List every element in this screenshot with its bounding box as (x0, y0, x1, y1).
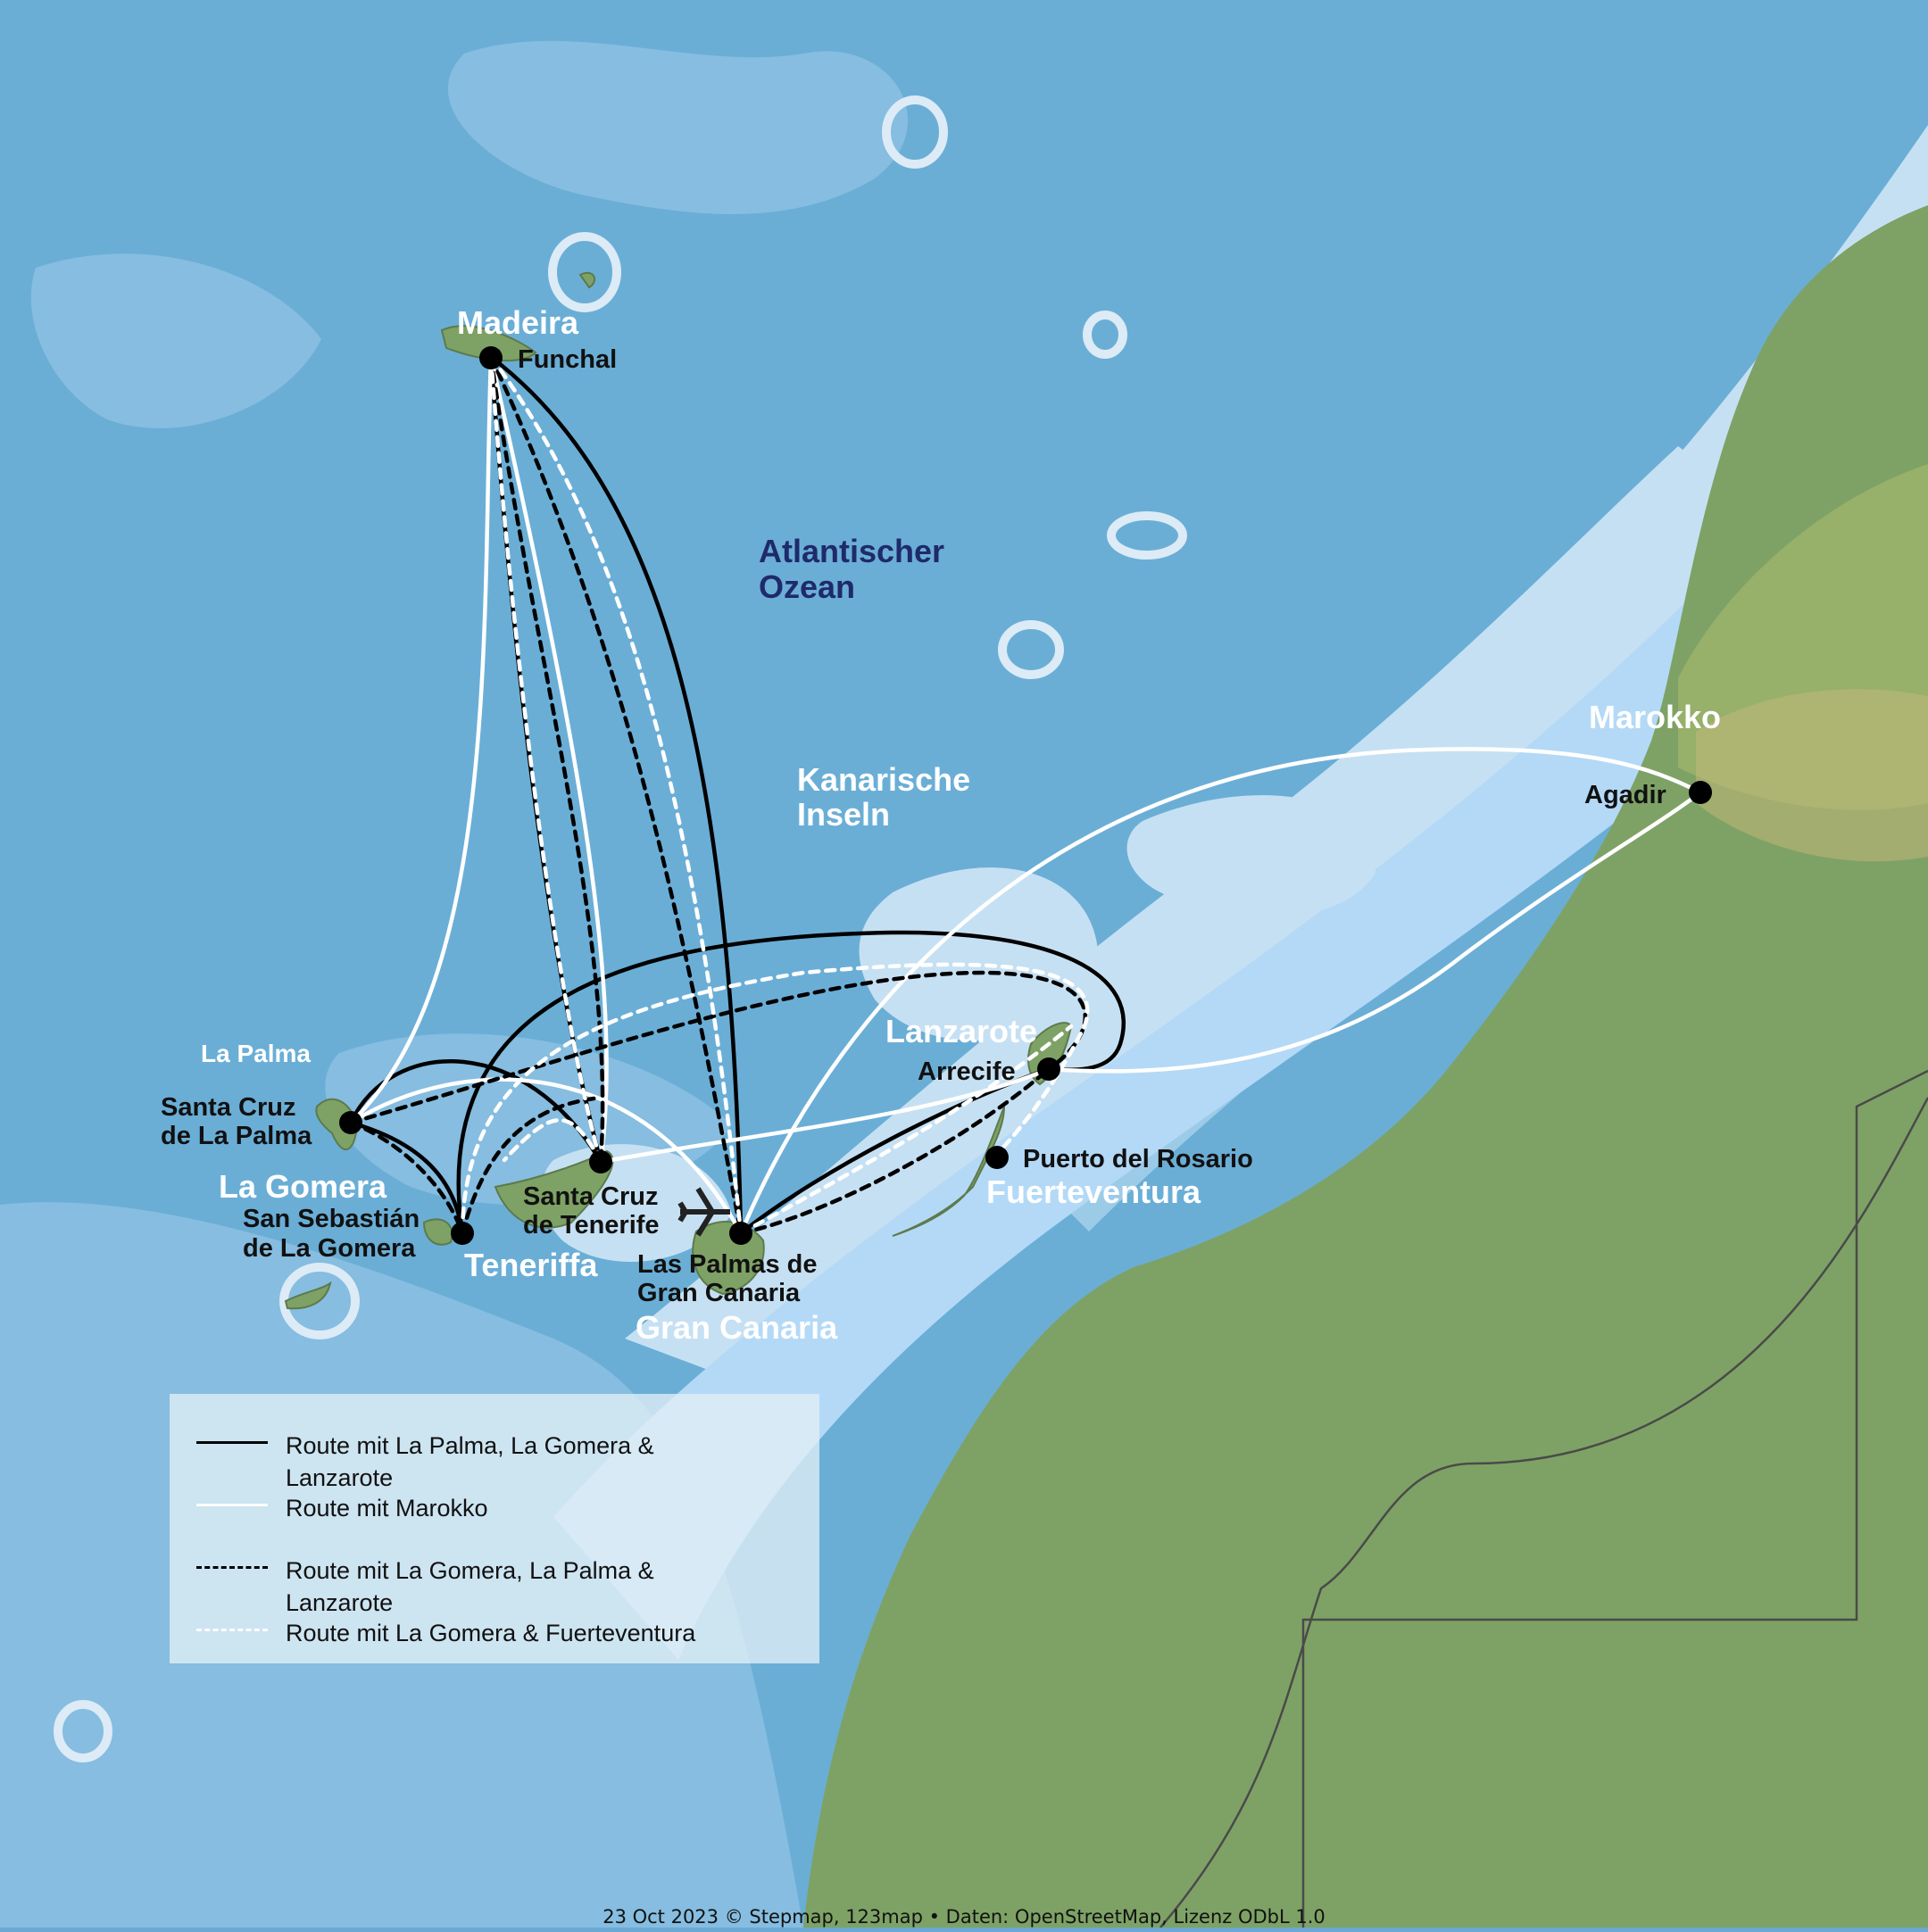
port-label-santa-cruz-la-palma-2: de La Palma (161, 1122, 312, 1150)
region-label-fuerteventura: Fuerteventura (986, 1173, 1201, 1210)
region-label-la-palma: La Palma (201, 1040, 311, 1067)
port-label-san-sebastian-2: de La Gomera (243, 1234, 416, 1263)
port-label-santa-cruz-tenerife-2: de Tenerife (523, 1211, 660, 1240)
coastal-highlands (1696, 689, 1928, 862)
port-label-agadir: Agadir (1584, 781, 1666, 809)
map-legend: Route mit La Palma, La Gomera & Lanzarot… (170, 1394, 819, 1663)
legend-item: Route mit Marokko (196, 1492, 803, 1524)
archipelago-label-line2: Inseln (797, 796, 890, 833)
country-borders (1159, 1069, 1928, 1928)
el-hierro-island (284, 1281, 332, 1310)
port-label-arrecife: Arrecife (918, 1057, 1016, 1086)
legend-item: Route mit La Palma, La Gomera & Lanzarot… (196, 1430, 803, 1494)
port-dot-icon (1037, 1057, 1060, 1081)
teneriffa-island (494, 1149, 614, 1229)
port-dot-icon (479, 346, 503, 369)
region-label-madeira: Madeira (457, 304, 579, 341)
airplane-icon (677, 1187, 730, 1237)
legend-sample-dashed-black (196, 1560, 268, 1578)
region-label-gran-canaria: Gran Canaria (636, 1309, 838, 1346)
legend-item: Route mit La Gomera & Fuerteventura (196, 1617, 803, 1649)
legend-label: Route mit La Gomera, La Palma & Lanzarot… (286, 1557, 654, 1616)
port-label-santa-cruz-la-palma-1: Santa Cruz (161, 1093, 295, 1122)
port-dot-icon (1689, 781, 1712, 804)
region-label-la-gomera: La Gomera (219, 1168, 387, 1205)
port-dot-icon (729, 1222, 752, 1245)
ferry-routes (348, 354, 1703, 1236)
region-label-teneriffa: Teneriffa (464, 1247, 598, 1283)
legend-label: Route mit La Palma, La Gomera & Lanzarot… (286, 1432, 654, 1491)
region-label-marokko: Marokko (1589, 699, 1721, 735)
porto-santo-island (578, 271, 596, 289)
port-dot-icon (985, 1146, 1009, 1169)
legend-sample-dashed-white (196, 1622, 268, 1640)
africa-mainland (803, 205, 1928, 1928)
port-label-san-sebastian-1: San Sebastián (243, 1205, 420, 1233)
legend-label: Route mit Marokko (286, 1495, 488, 1522)
port-label-las-palmas-1: Las Palmas de (637, 1250, 818, 1279)
legend-sample-solid-white (196, 1497, 268, 1515)
region-label-lanzarote: Lanzarote (885, 1013, 1037, 1049)
legend-label: Route mit La Gomera & Fuerteventura (286, 1620, 696, 1646)
legend-sample-solid-black (196, 1435, 268, 1453)
route-solid-white (348, 354, 1703, 1236)
legend-item: Route mit La Gomera, La Palma & Lanzarot… (196, 1555, 803, 1619)
port-label-puerto-del-rosario: Puerto del Rosario (1023, 1145, 1253, 1173)
map-attribution: 23 Oct 2023 © Stepmap, 123map • Daten: O… (602, 1906, 1326, 1928)
archipelago-label-line1: Kanarische (797, 761, 970, 798)
ocean-label-line1: Atlantischer (759, 533, 944, 569)
seamount-rings (54, 95, 1187, 1762)
ocean-label-line2: Ozean (759, 568, 855, 605)
port-dot-icon (589, 1150, 612, 1173)
map-labels: Atlantischer Ozean Kanarische Inseln Mad… (161, 304, 1721, 1346)
route-dashed-black (348, 354, 1087, 1236)
la-gomera-island (422, 1218, 453, 1246)
port-markers (339, 346, 1712, 1245)
port-dot-icon (339, 1111, 362, 1134)
port-dot-icon (451, 1222, 474, 1245)
madeira-island (440, 325, 537, 361)
port-label-santa-cruz-tenerife-1: Santa Cruz (523, 1182, 658, 1211)
port-label-las-palmas-2: Gran Canaria (637, 1279, 801, 1307)
port-label-funchal: Funchal (518, 345, 617, 374)
